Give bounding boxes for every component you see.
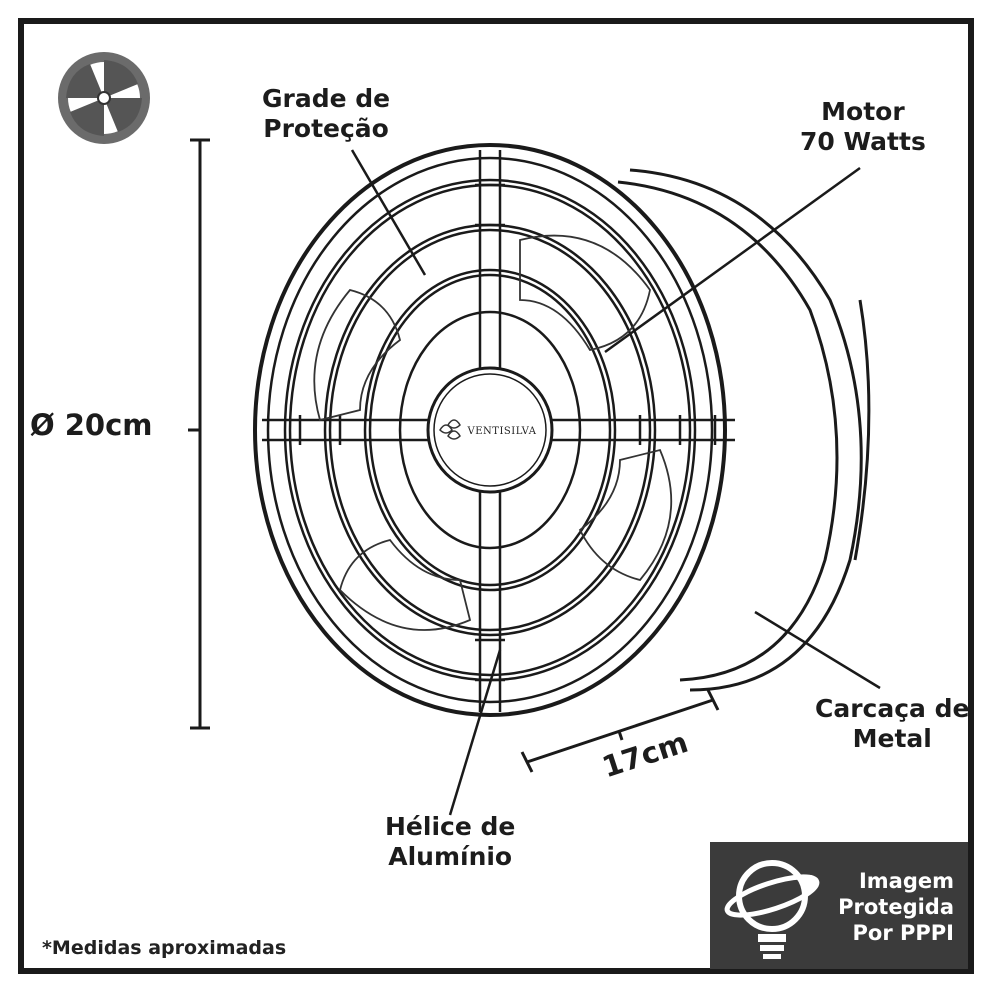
fan-logo-icon	[58, 52, 150, 144]
brand-leaf-icon	[439, 419, 461, 440]
label-metal-housing: Carcaça de Metal	[815, 694, 970, 753]
protected-image-icon	[724, 860, 820, 959]
protected-image-badge: Imagem Protegida Por PPPI	[710, 842, 968, 969]
diameter-label: Ø 20cm	[30, 408, 153, 442]
image-frame	[18, 18, 974, 974]
aluminum-blades	[313, 234, 673, 631]
metal-housing	[617, 168, 871, 692]
diameter-dimension-line	[188, 138, 210, 730]
label-protective-grille: Grade de Proteção	[262, 84, 391, 143]
leader-lines	[350, 149, 881, 816]
footnote: *Medidas aproximadas	[42, 937, 287, 959]
depth-dimension-line	[520, 689, 720, 773]
label-motor: Motor 70 Watts	[800, 97, 926, 156]
hub: VENTISILVA	[426, 366, 554, 494]
front-ring	[253, 143, 727, 717]
label-aluminum-blades: Hélice de Alumínio	[385, 812, 516, 871]
badge-text: Imagem Protegida Por PPPI	[838, 869, 954, 945]
brand-name: VENTISILVA	[467, 426, 537, 437]
